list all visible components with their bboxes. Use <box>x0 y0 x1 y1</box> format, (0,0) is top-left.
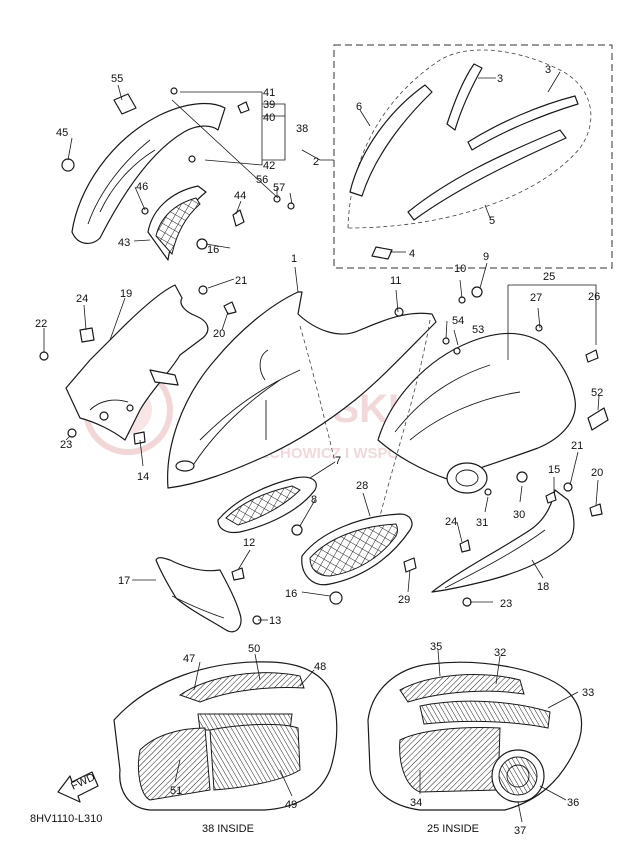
callout-8: 8 <box>311 494 317 506</box>
callout-36: 36 <box>567 797 579 809</box>
callout-31: 31 <box>476 517 488 529</box>
callout-23b: 23 <box>500 598 512 610</box>
inner-panel-19 <box>39 284 237 445</box>
callout-33: 33 <box>582 687 594 699</box>
callout-20a: 20 <box>213 328 225 340</box>
side-cover-25 <box>377 286 609 496</box>
callout-20b: 20 <box>591 467 603 479</box>
callout-18: 18 <box>537 581 549 593</box>
callout-26: 26 <box>588 291 600 303</box>
callout-35: 35 <box>430 641 442 653</box>
inside-label-25: 25 INSIDE <box>427 823 479 835</box>
callout-57: 57 <box>273 182 285 194</box>
callout-54: 54 <box>452 315 464 327</box>
inside-view-38 <box>113 661 338 811</box>
callout-52: 52 <box>591 387 603 399</box>
callout-48: 48 <box>314 661 326 673</box>
callout-55: 55 <box>111 73 123 85</box>
fwd-arrow-icon: FWD <box>57 771 99 803</box>
callout-53: 53 <box>472 324 484 336</box>
callout-22: 22 <box>35 318 47 330</box>
callout-43: 43 <box>118 237 130 249</box>
callout-2: 2 <box>313 156 319 168</box>
callout-3b: 3 <box>545 64 551 76</box>
callout-44: 44 <box>234 190 246 202</box>
callout-21a: 21 <box>235 275 247 287</box>
callout-56: 56 <box>256 174 268 186</box>
callout-12: 12 <box>243 537 255 549</box>
callout-6: 6 <box>356 101 362 113</box>
callout-9: 9 <box>483 251 489 263</box>
callout-21b: 21 <box>571 440 583 452</box>
grille-7 <box>217 476 317 536</box>
callout-30: 30 <box>513 509 525 521</box>
callout-40: 40 <box>263 112 275 124</box>
callout-50: 50 <box>248 643 260 655</box>
callout-37: 37 <box>514 825 526 837</box>
callout-51: 51 <box>170 785 182 797</box>
grille-28 <box>301 513 417 605</box>
callout-28: 28 <box>356 480 368 492</box>
lower-cover-18 <box>431 482 603 607</box>
diagram-code: 8HV1110-L310 <box>30 813 102 825</box>
leader-lines <box>43 71 600 823</box>
callout-38: 38 <box>296 123 308 135</box>
callout-47: 47 <box>183 653 195 665</box>
callout-29: 29 <box>398 594 410 606</box>
side-cover-1 <box>167 291 437 489</box>
callout-13: 13 <box>269 615 281 627</box>
callout-10: 10 <box>454 263 466 275</box>
callout-5: 5 <box>489 215 495 227</box>
callout-16a: 16 <box>207 244 219 256</box>
lower-panel-17 <box>155 557 262 633</box>
callout-24b: 24 <box>445 516 457 528</box>
callout-24a: 24 <box>76 293 88 305</box>
callout-3a: 3 <box>497 73 503 85</box>
callout-4: 4 <box>409 248 415 260</box>
inside-view-25 <box>367 661 583 811</box>
front-cover-assembly <box>61 87 295 261</box>
callout-17: 17 <box>118 575 130 587</box>
callout-16b: 16 <box>285 588 297 600</box>
callout-49: 49 <box>285 799 297 811</box>
callout-15: 15 <box>548 464 560 476</box>
side-cover-ghost <box>347 49 592 229</box>
callout-34: 34 <box>410 797 422 809</box>
inside-label-38: 38 INSIDE <box>202 823 254 835</box>
callout-45: 45 <box>56 127 68 139</box>
callout-11: 11 <box>390 275 401 287</box>
callout-25: 25 <box>543 271 555 283</box>
callout-41: 41 <box>263 87 275 99</box>
callout-7: 7 <box>335 455 341 467</box>
callout-19: 19 <box>120 288 132 300</box>
graphic-decals <box>349 63 579 260</box>
callout-23a: 23 <box>60 439 72 451</box>
callout-46: 46 <box>136 181 148 193</box>
graphic-set-frame <box>333 44 613 269</box>
callout-1: 1 <box>291 253 297 265</box>
callout-32: 32 <box>494 647 506 659</box>
callout-numbers: 1 2 3 3 4 5 6 7 8 9 10 11 12 13 14 15 16… <box>35 64 603 837</box>
callout-14: 14 <box>137 471 149 483</box>
callout-39: 39 <box>263 99 275 111</box>
callout-27: 27 <box>530 292 542 304</box>
callout-42: 42 <box>263 160 275 172</box>
